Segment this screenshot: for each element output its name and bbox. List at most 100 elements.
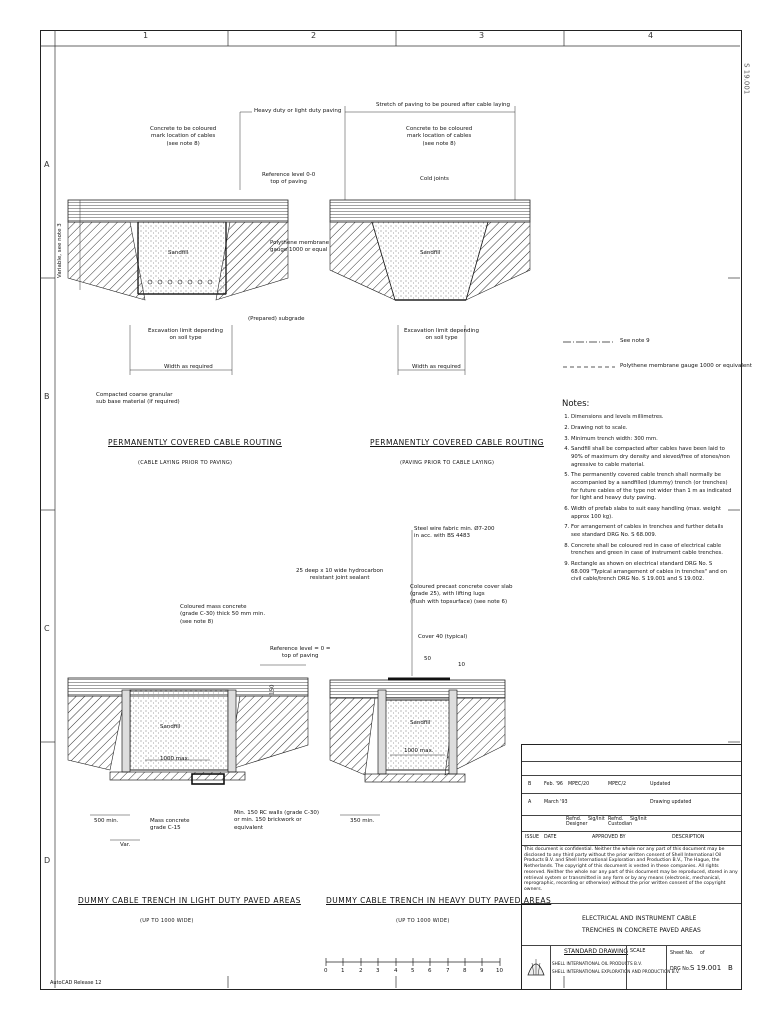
mass-concrete-label: Coloured mass concrete (grade C-30) thic… <box>180 604 266 625</box>
excavation-label: Excavation limit depending on soil type <box>148 328 224 342</box>
rev-date: Feb. '96 <box>544 782 563 787</box>
drg-revision: B <box>728 964 733 972</box>
cover-label: Cover 40 (typical) <box>418 634 468 640</box>
col-number: 1 <box>143 31 149 40</box>
scale-tick: 7 <box>446 968 450 974</box>
legend-note9: See note 9 <box>620 338 650 344</box>
row-letter: A <box>44 160 50 169</box>
ref-level-bottom-label: Reference level = 0 = top of paving <box>270 646 331 660</box>
scale-bar <box>325 958 501 966</box>
scale-tick: 3 <box>376 968 380 974</box>
membrane-label: Polythene membrane gauge 1000 or equal <box>270 240 330 254</box>
notes-heading: Notes: <box>562 399 590 409</box>
bottom-right-title: DUMMY CABLE TRENCH IN HEAVY DUTY PAVED A… <box>326 896 552 905</box>
d500-label: 500 min. <box>94 818 119 824</box>
scale-tick: 8 <box>463 968 467 974</box>
scale-tick: 5 <box>411 968 415 974</box>
ref-level-label: Reference level 0-0 top of paving <box>262 172 316 186</box>
top-right-subtitle: (PAVING PRIOR TO CABLE LAYING) <box>400 460 495 466</box>
rev-date: March '93 <box>544 800 568 805</box>
rev-sub: Refnd. Designer <box>566 817 588 827</box>
top-left-section <box>67 111 289 375</box>
scale-label: SCALE <box>630 949 646 954</box>
max-label-br: 1000 max. <box>404 748 434 754</box>
var-label: Var. <box>120 842 131 848</box>
company-2: SHELL INTERNATIONAL EXPLORATION AND PROD… <box>552 969 680 974</box>
rev-chk: MPEC/2 <box>608 782 627 787</box>
note-item: Rectangle as shown on electrical standar… <box>571 561 732 584</box>
d10-label: 10 <box>458 662 465 668</box>
scale-tick: 2 <box>359 968 363 974</box>
of-label: of <box>700 951 705 956</box>
top-left-title: PERMANENTLY COVERED CABLE ROUTING <box>108 438 282 447</box>
rev-sub: Sig/Init <box>630 817 647 822</box>
tb-header: ISSUE <box>525 835 540 840</box>
rev-by: MPEC/20 <box>568 782 590 787</box>
rev-desc: Drawing updated <box>650 800 692 805</box>
top-left-subtitle: (CABLE LAYING PRIOR TO PAVING) <box>138 460 233 466</box>
col-number: 2 <box>311 31 317 40</box>
scale-tick: 1 <box>341 968 345 974</box>
max-label-bl: 1000 max. <box>160 756 190 762</box>
concrete-label-right: Concrete to be coloured mark location of… <box>406 126 473 147</box>
concrete-label: Concrete to be coloured mark location of… <box>150 126 217 147</box>
drg-label: DRG No. <box>670 967 691 972</box>
note-item: Minimum trench width: 300 mm. <box>571 436 732 444</box>
subgrade-label: (Prepared) subgrade <box>248 316 305 322</box>
bottom-left-section <box>67 664 309 841</box>
row-letter: D <box>44 856 51 865</box>
sandfill-label-br: Sandfill <box>410 720 431 726</box>
sandfill-label-bl: Sandfill <box>160 724 181 730</box>
col-number: 3 <box>479 31 485 40</box>
note-item: For arrangement of cables in trenches an… <box>571 524 732 539</box>
rev-sub: Sig/Init <box>588 817 605 822</box>
rev-sub: Refnd. Custodian <box>608 817 633 827</box>
title-block: B Feb. '96 MPEC/20 MPEC/2 Updated A Marc… <box>521 744 742 990</box>
rev-letter: A <box>528 800 532 805</box>
notes-block: Notes: Dimensions and levels millimetres… <box>562 398 732 587</box>
note-item: The permanently covered cable trench sha… <box>571 472 732 503</box>
top-right-title: PERMANENTLY COVERED CABLE ROUTING <box>370 438 544 447</box>
drawing-title-1: ELECTRICAL AND INSTRUMENT CABLE <box>582 915 697 922</box>
d350-label: 350 min. <box>350 818 375 824</box>
note-item: Concrete shall be coloured red in case o… <box>571 543 732 558</box>
scale-tick: 6 <box>428 968 432 974</box>
cold-joints-label: Cold joints <box>420 176 449 182</box>
sealant-label: 25 deep x 10 wide hydrocarbon resistant … <box>296 568 384 582</box>
drg-number: S 19.001 <box>690 964 722 972</box>
note-item: Width of prefab slabs to suit easy handl… <box>571 506 732 521</box>
tb-header: DESCRIPTION <box>672 835 705 840</box>
shell-logo-box <box>522 945 551 989</box>
d50-label: 50 <box>424 656 431 662</box>
bottom-right-section <box>329 530 506 816</box>
d150-label: 150 <box>269 684 276 695</box>
stretch-label: Stretch of paving to be poured after cab… <box>376 102 510 108</box>
width-label: Width as required <box>164 364 213 370</box>
granular-label: Compacted coarse granular sub base mater… <box>96 392 180 406</box>
shell-logo-icon <box>527 959 545 976</box>
sandfill-label-right: Sandfill <box>420 250 441 256</box>
tb-header: DATE <box>544 835 557 840</box>
bottom-left-title: DUMMY CABLE TRENCH IN LIGHT DUTY PAVED A… <box>78 896 301 905</box>
paving-label: Heavy duty or light duty paving <box>254 108 342 114</box>
top-right-section <box>329 106 531 375</box>
walls-label: Min. 150 RC walls (grade C-30) or min. 1… <box>234 810 320 831</box>
scale-tick: 4 <box>394 968 398 974</box>
sandfill-label: Sandfill <box>168 250 189 256</box>
drawing-title-2: TRENCHES IN CONCRETE PAVED AREAS <box>582 927 701 934</box>
bottom-left-subtitle: (UP TO 1000 WIDE) <box>140 918 194 924</box>
scale-tick: 0 <box>324 968 328 974</box>
standard-drawing: STANDARD DRAWING <box>564 948 629 955</box>
mass-c15-label: Mass concrete grade C-15 <box>150 818 190 832</box>
bottom-right-subtitle: (UP TO 1000 WIDE) <box>396 918 450 924</box>
note-item: Drawing not to scale. <box>571 425 732 433</box>
confidential-notice: This document is confidential. Neither t… <box>524 847 738 893</box>
rev-desc: Updated <box>650 782 671 787</box>
legend-membrane: Polythene membrane gauge 1000 or equival… <box>620 363 752 369</box>
rev-letter: B <box>528 782 532 787</box>
width-label-right: Width as required <box>412 364 461 370</box>
fabric-label: Steel wire fabric min. Ø7-200 in acc. wi… <box>414 526 495 540</box>
row-letter: B <box>44 392 50 401</box>
scale-tick: 10 <box>496 968 503 974</box>
